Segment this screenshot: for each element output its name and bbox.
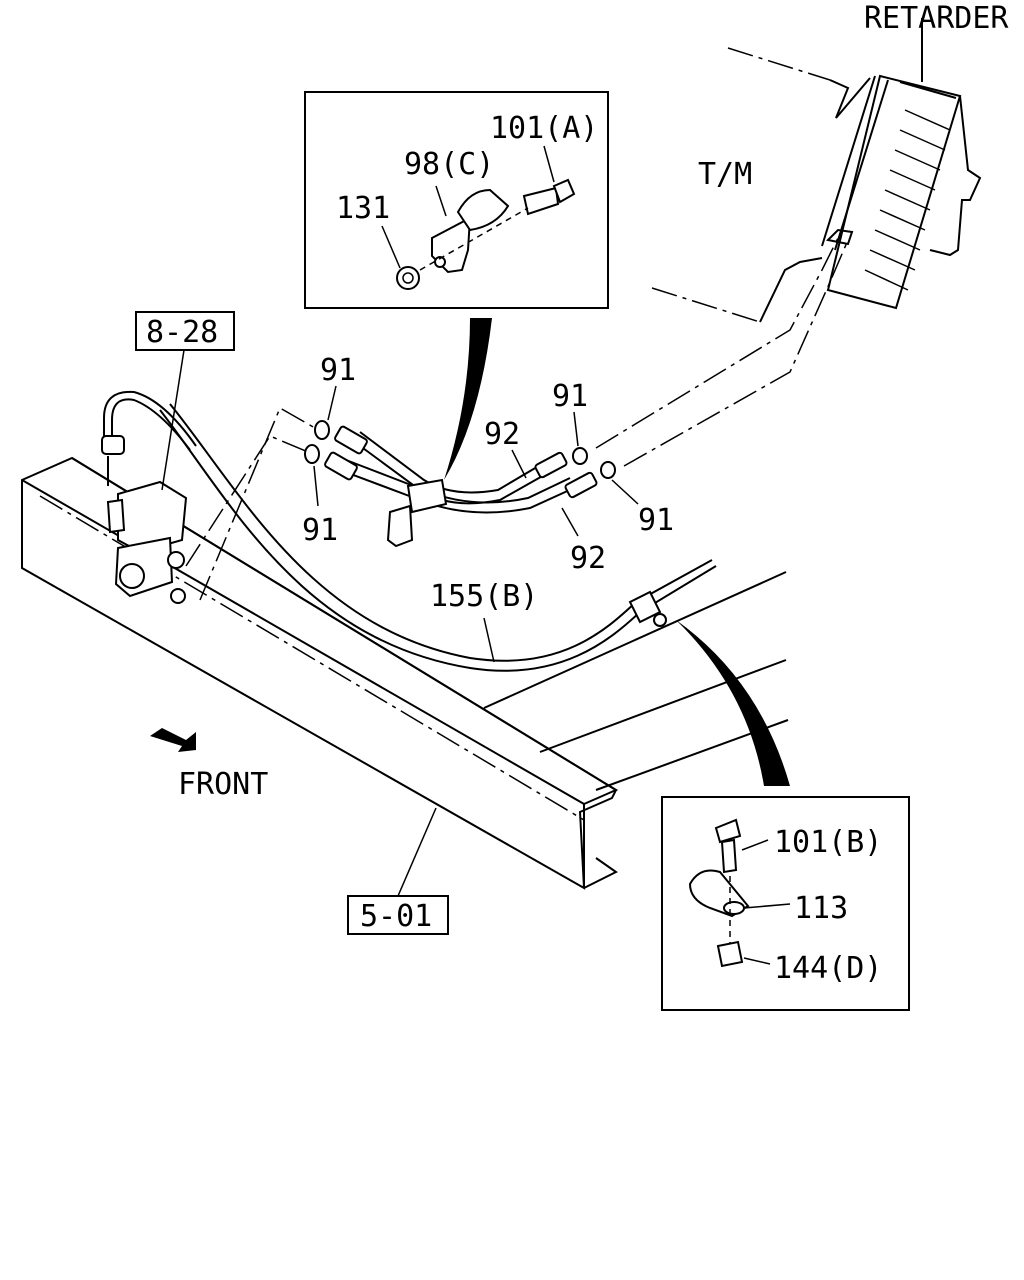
retarder-unit — [821, 18, 982, 310]
label-155b: 155(B) — [430, 579, 538, 614]
hose-155b — [159, 403, 717, 672]
label-front: FRONT — [178, 767, 268, 802]
inset-top — [304, 91, 609, 309]
ref-box-8-28 — [135, 311, 235, 351]
label-113: 113 — [794, 891, 848, 926]
label-91-bottom-right: 91 — [638, 503, 674, 538]
label-101b: 101(B) — [774, 825, 882, 860]
ref-box-5-01 — [347, 895, 449, 935]
leader-lines — [161, 349, 639, 897]
label-tm: T/M — [698, 157, 752, 192]
label-101a: 101(A) — [490, 111, 598, 146]
label-91-bottom-left: 91 — [302, 513, 338, 548]
label-91-top-right: 91 — [552, 379, 588, 414]
label-92-bottom: 92 — [570, 541, 606, 576]
valve-assembly — [106, 406, 323, 604]
washers-91 — [304, 420, 616, 479]
label-ref-8-28: 8-28 — [146, 315, 218, 350]
front-arrow-icon — [150, 728, 196, 752]
transmission-outline — [651, 47, 871, 323]
callout-arrow-top — [444, 318, 492, 480]
label-131: 131 — [336, 191, 390, 226]
label-98c: 98(C) — [404, 147, 494, 182]
inset-bottom — [661, 796, 910, 1011]
callout-arrow-bottom — [676, 620, 790, 786]
label-retarder: RETARDER — [864, 1, 1009, 36]
label-144d: 144(D) — [774, 951, 882, 986]
hose-lines — [595, 228, 854, 467]
label-92-top: 92 — [484, 417, 520, 452]
sensor-pipe — [101, 390, 197, 486]
label-ref-5-01: 5-01 — [360, 899, 432, 934]
hose-pair-92 — [324, 425, 598, 548]
label-91-top-left: 91 — [320, 353, 356, 388]
